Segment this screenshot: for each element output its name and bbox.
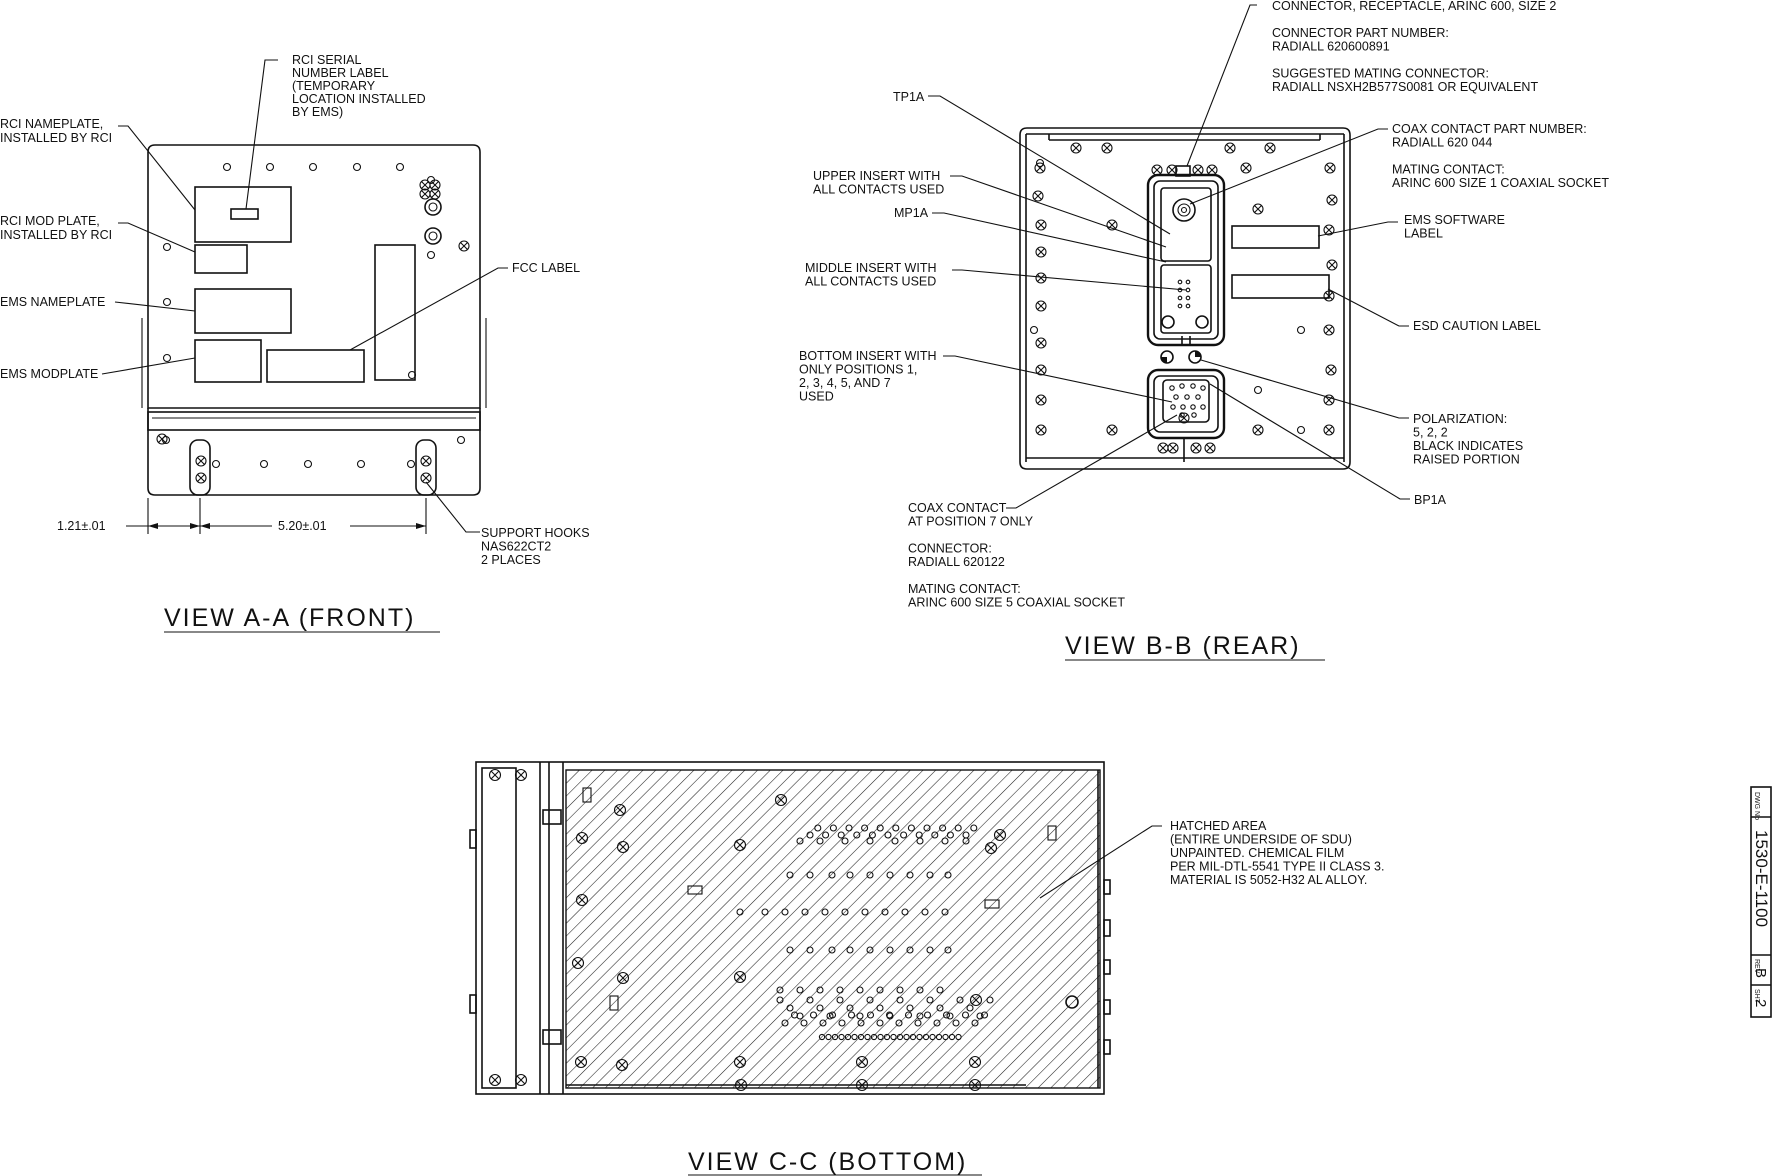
rci-mod-plate [194,244,248,274]
ems-modplate [194,339,262,383]
connector-receptacle [1146,173,1226,347]
bottom-underside [469,761,1111,1095]
ems-software-label [1231,225,1320,249]
rev-label: REV [1753,959,1760,974]
a-rci-name-text: RCI NAMEPLATE,INSTALLED BY RCI [0,117,112,145]
drawing-number: 1530-E-1100 [1752,830,1771,927]
middle-insert [1160,264,1212,334]
callout-hatched-area: HATCHED AREA(ENTIRE UNDERSIDE OF SDU)UNP… [1170,819,1384,887]
b-coaxpart-text: COAX CONTACT PART NUMBER:RADIALL 620 044… [1392,122,1609,190]
title-block: DWG No 1530-E-1100 REV B SHT 2 [1750,786,1772,1018]
upper-insert [1160,187,1212,262]
callout-fcc-label: FCC LABEL [512,261,580,275]
b-mp1a-text: MP1A [894,206,929,220]
sheet-label: SHT [1753,989,1760,1004]
serial-number-label [230,208,259,220]
a-ems-name-text: EMS NAMEPLATE [0,295,105,309]
b-connector-text: CONNECTOR, RECEPTACLE, ARINC 600, SIZE 2… [1272,0,1556,94]
b-tp1a-text: TP1A [893,90,925,104]
view-b-title: VIEW B-B (REAR) [1065,632,1301,660]
coax-contact-socket [1172,198,1196,222]
callout-coax-contact-part-number: COAX CONTACT PART NUMBER:RADIALL 620 044… [1392,122,1609,190]
front-panel [141,144,487,496]
hatched-area [565,769,1101,1089]
callout-connector-receptacle: CONNECTOR, RECEPTACLE, ARINC 600, SIZE 2… [1272,0,1556,94]
rear-panel [1019,127,1351,470]
support-hook-right [415,439,437,496]
revision: B [1752,968,1769,978]
a-rci-mod-text: RCI MOD PLATE,INSTALLED BY RCI [0,214,112,242]
a-ems-mod-text: EMS MODPLATE [0,367,98,381]
b-esd-text: ESD CAUTION LABEL [1413,319,1541,333]
callout-mp1a: MP1A [894,206,929,220]
dwg-no-label: DWG No [1753,792,1760,820]
rci-nameplate [194,186,292,243]
view-c-title: VIEW C-C (BOTTOM) [688,1148,967,1176]
callout-esd-caution-label: ESD CAUTION LABEL [1413,319,1541,333]
callout-tp1a: TP1A [893,90,925,104]
callout-ems-nameplate: EMS NAMEPLATE [0,295,105,309]
ems-nameplate [194,288,292,334]
dimension-left: 1.21±.01 [57,519,106,533]
callout-bp1a: BP1A [1414,493,1447,507]
a-fcc-text: FCC LABEL [512,261,580,275]
sheet-number: 2 [1752,999,1769,1007]
callout-rci-nameplate: RCI NAMEPLATE,INSTALLED BY RCI [0,117,112,145]
view-a-title: VIEW A-A (FRONT) [164,604,415,632]
dimension-lines [126,498,427,534]
callout-ems-modplate: EMS MODPLATE [0,367,98,381]
view-c-bottom: HATCHED AREA(ENTIRE UNDERSIDE OF SDU)UNP… [469,761,1384,1176]
c-hatched-text: HATCHED AREA(ENTIRE UNDERSIDE OF SDU)UNP… [1170,819,1384,887]
view-b-rear: CONNECTOR, RECEPTACLE, ARINC 600, SIZE 2… [799,0,1609,661]
dimension-middle: 5.20±.01 [278,519,327,533]
esd-caution-label [1231,274,1330,299]
b-bp1a-text: BP1A [1414,493,1447,507]
callout-rci-mod-plate: RCI MOD PLATE,INSTALLED BY RCI [0,214,112,242]
fcc-label-plate [266,349,365,383]
bottom-insert [1146,368,1226,440]
support-hook-left [189,439,211,496]
